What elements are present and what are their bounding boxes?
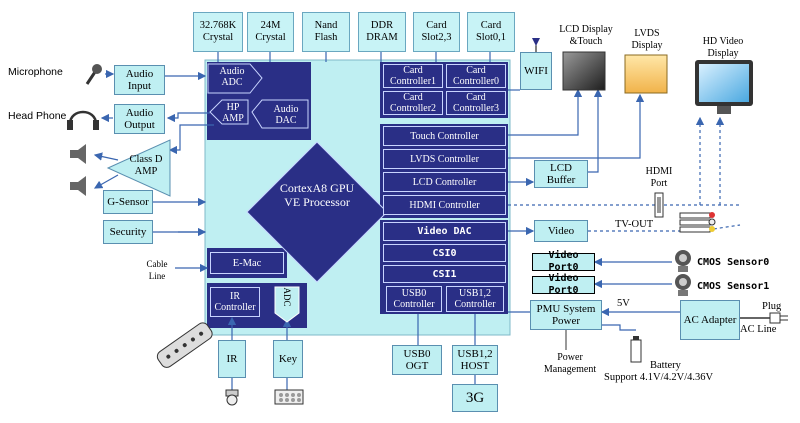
- lcd-touch-label: LCD Display &Touch: [559, 24, 613, 47]
- audio-input-box: Audio Input: [114, 65, 165, 95]
- card-controller-1: Card Controller1: [383, 64, 443, 88]
- emac-label: E-Mac: [210, 252, 284, 274]
- cmos-sensor1-label: CMOS Sensor1: [697, 281, 770, 292]
- video-port0-b-box: Video Port0: [532, 273, 595, 296]
- audio-adc-shape: [207, 63, 263, 94]
- cpu-label: CortexA8 GPU VE Processor: [279, 181, 355, 209]
- plug-label: Plug: [762, 301, 782, 312]
- lvds-display-label: LVDS Display: [631, 28, 663, 51]
- card-slot-23-box: Card Slot2,3: [413, 12, 460, 52]
- class-d-triangle: [106, 139, 171, 197]
- video-port0-a-box: Video Port0: [532, 250, 595, 273]
- ac-adapter-box: AC Adapter: [680, 300, 740, 340]
- adc-shape: [274, 286, 300, 323]
- hd-video-display-label: HD Video Display: [702, 36, 744, 59]
- csi1-block: CSI1: [383, 265, 506, 283]
- touch-controller: Touch Controller: [383, 126, 506, 146]
- lcd-controller: LCD Controller: [383, 172, 506, 192]
- usb12-host-box: USB1,2 HOST: [452, 345, 498, 375]
- card-controller-2: Card Controller2: [383, 91, 443, 115]
- headphone-label: Head Phone: [8, 110, 67, 122]
- key-box: Key: [273, 340, 303, 378]
- cpu-diamond: [246, 141, 388, 283]
- hdmi-controller: HDMI Controller: [383, 195, 506, 215]
- lcd-buffer-box: LCD Buffer: [534, 160, 588, 188]
- microphone-label: Microphone: [8, 66, 63, 78]
- ddr-dram-box: DDR DRAM: [358, 12, 406, 52]
- power-management-label: Power Management: [543, 352, 597, 375]
- battery-shape: [630, 339, 642, 363]
- card-slot-01-box: Card Slot0,1: [467, 12, 515, 52]
- card-controller-0: Card Controller0: [446, 64, 506, 88]
- audio-adc-label: Audio ADC: [219, 66, 245, 88]
- battery-support-label: Support 4.1V/4.2V/4.36V: [604, 372, 714, 383]
- csi0-block: CSI0: [383, 244, 506, 262]
- ac-line-label: AC Line: [740, 324, 777, 335]
- g-sensor-box: G-Sensor: [103, 190, 153, 214]
- lcd-display-screen: [562, 51, 606, 91]
- ir-controller-label: IR Controller: [210, 287, 260, 317]
- security-box: Security: [103, 220, 153, 244]
- hdmi-port-label: HDMI Port: [645, 166, 673, 189]
- cmos-sensor0-label: CMOS Sensor0: [697, 257, 770, 268]
- card-controller-3: Card Controller3: [446, 91, 506, 115]
- audio-output-box: Audio Output: [114, 104, 165, 134]
- five-v-label: 5V: [617, 298, 630, 309]
- battery-label: Battery: [650, 360, 681, 371]
- class-d-label: Class D AMP: [129, 154, 163, 177]
- usb12-controller: USB1,2 Controller: [446, 286, 504, 312]
- hp-amp-label: HP AMP: [222, 102, 244, 124]
- hp-amp-shape: [209, 99, 249, 125]
- usb0-controller: USB0 Controller: [386, 286, 442, 312]
- wifi-box: WIFI: [520, 52, 552, 90]
- pmu-box: PMU System Power: [530, 300, 602, 330]
- crystal-24m-box: 24M Crystal: [247, 12, 294, 52]
- audio-dac-shape: [251, 99, 309, 129]
- nand-flash-box: Nand Flash: [302, 12, 350, 52]
- usb0-otg-box: USB0 OGT: [392, 345, 442, 375]
- lvds-controller: LVDS Controller: [383, 149, 506, 169]
- adc-label: ADC: [282, 287, 292, 307]
- lvds-display-screen: [624, 54, 668, 94]
- video-dac-block: Video DAC: [383, 222, 506, 241]
- 3g-box: 3G: [452, 384, 498, 412]
- video-box: Video: [534, 220, 588, 242]
- cable-line-label: Cable Line: [146, 259, 168, 281]
- audio-dac-label: Audio DAC: [273, 104, 299, 126]
- crystal-32k-box: 32.768K Crystal: [193, 12, 243, 52]
- ir-box: IR: [218, 340, 246, 378]
- tv-out-label: TV-OUT: [615, 219, 654, 230]
